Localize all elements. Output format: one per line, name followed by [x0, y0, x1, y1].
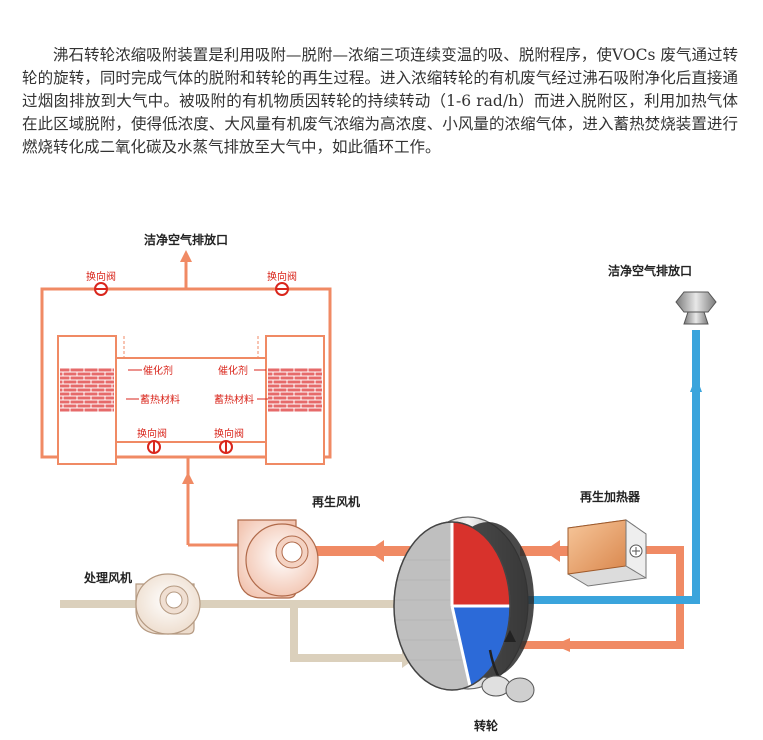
arrow-up-icon — [180, 250, 192, 262]
regen-fan-label: 再生风机 — [312, 494, 360, 509]
valve-label: 换向阀 — [267, 270, 297, 283]
chimney: 洁净空气排放口 — [608, 263, 717, 325]
regen-heater-label: 再生加热器 — [580, 489, 641, 504]
process-air-pipes — [60, 594, 416, 668]
clean-air-outlet-top-label: 洁净空气排放口 — [144, 232, 228, 247]
rotor-wheel[interactable]: 转轮 — [393, 516, 535, 733]
regen-heater[interactable]: 再生加热器 — [567, 489, 647, 587]
regen-fan[interactable]: 再生风机 — [237, 494, 360, 599]
valve-label: 换向阀 — [214, 427, 244, 440]
valve-label: 换向阀 — [137, 427, 167, 440]
process-fan-label: 处理风机 — [83, 570, 132, 585]
process-fan[interactable]: 处理风机 — [83, 570, 201, 635]
clean-air-pipe — [520, 330, 702, 604]
rto-inner-channel — [116, 357, 266, 443]
intro-paragraph: 沸石转轮浓缩吸附装置是利用吸附—脱附—浓缩三项连续变温的吸、脱附程序，使VOCs… — [22, 46, 738, 156]
valve-top-right[interactable] — [275, 282, 289, 296]
valve-top-left[interactable] — [94, 282, 108, 296]
arrow-down-icon — [504, 630, 516, 642]
rto-unit: 洁净空气排放口 换向阀 换向阀 换向阀 换向阀 催化剂 催化剂 蓄热材料 蓄热材… — [40, 232, 332, 547]
rotor-label: 转轮 — [474, 718, 499, 733]
arrow-up-icon — [690, 376, 702, 392]
valve-bottom-left[interactable] — [147, 440, 161, 454]
heat-storage-label-left: 蓄热材料 — [140, 393, 180, 406]
arrow-left-icon — [368, 540, 384, 562]
arrow-up-icon — [182, 472, 194, 484]
valve-bottom-right[interactable] — [219, 440, 233, 454]
clean-air-outlet-right-label: 洁净空气排放口 — [608, 263, 692, 278]
rto-outer-frame — [40, 287, 332, 459]
valve-label: 换向阀 — [86, 270, 116, 283]
rto-left-brick — [60, 368, 114, 412]
rto-right-brick — [268, 368, 322, 412]
catalyst-label-left: 催化剂 — [143, 364, 173, 377]
catalyst-label-right: 催化剂 — [218, 364, 248, 377]
heat-storage-label-right: 蓄热材料 — [214, 393, 254, 406]
